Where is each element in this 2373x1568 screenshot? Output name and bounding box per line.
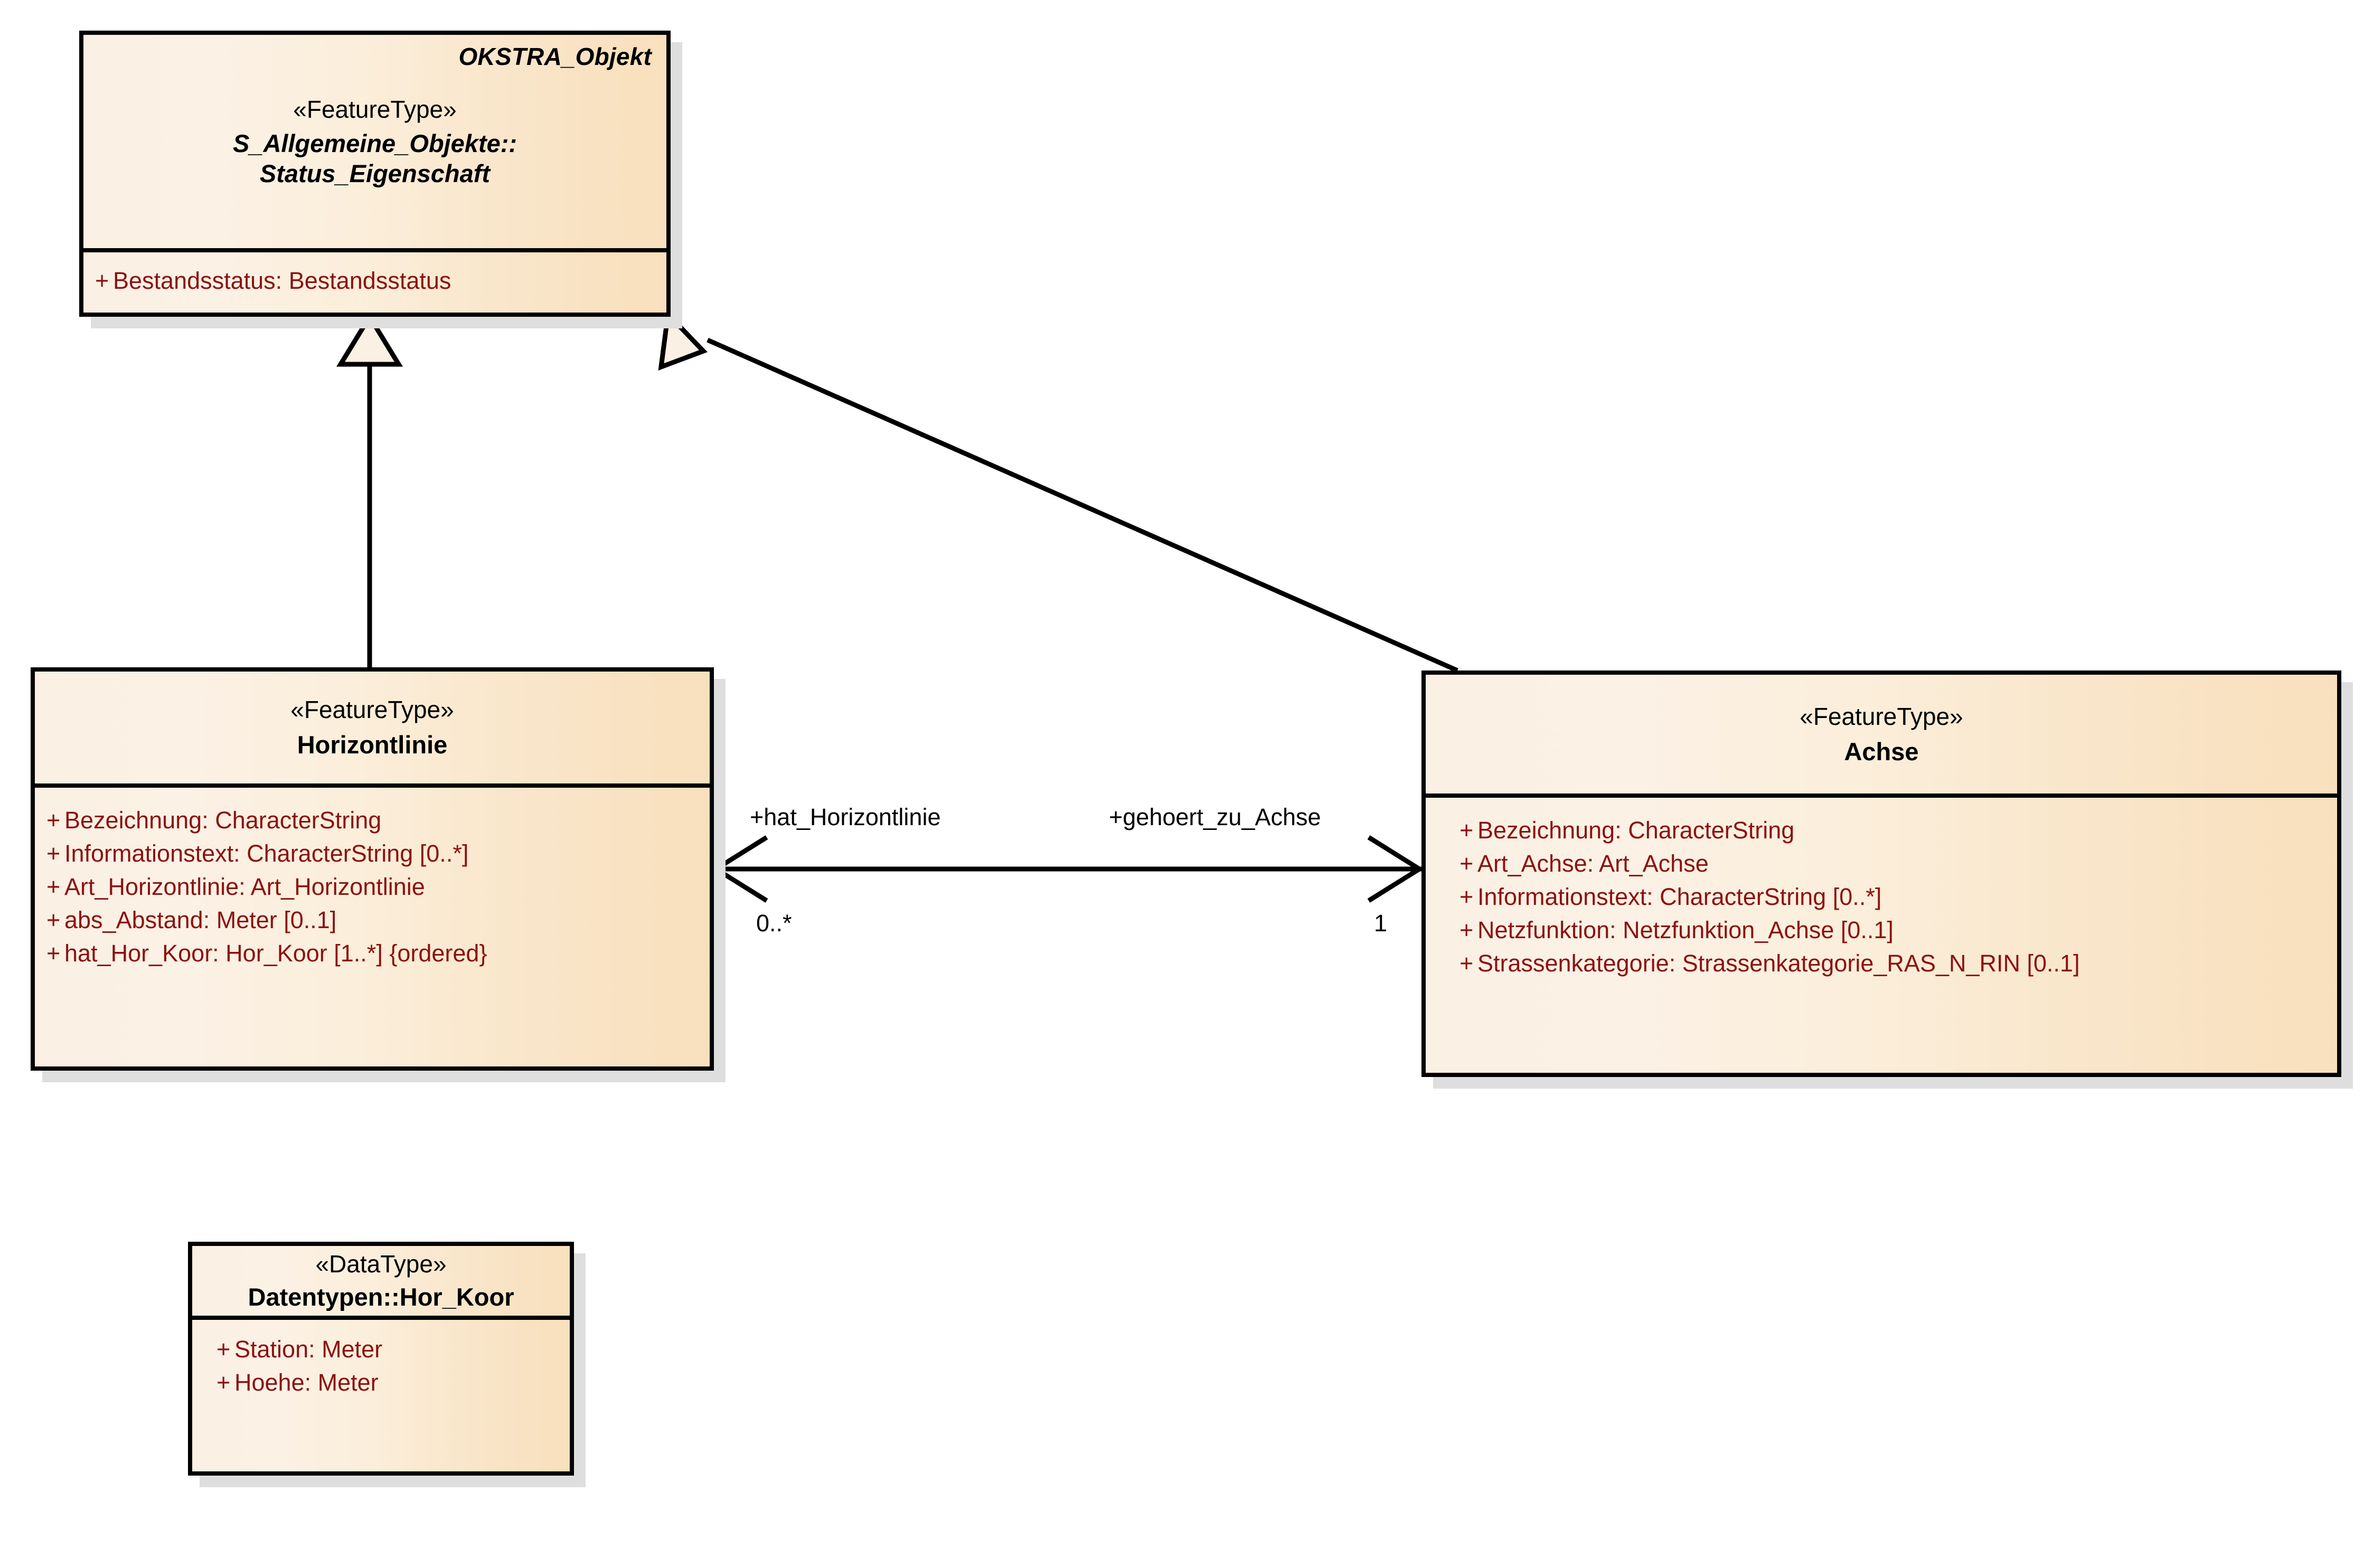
class-header-status-eigenschaft: OKSTRA_Objekt «FeatureType» S_Allgemeine… <box>83 35 666 252</box>
class-stereotype: «FeatureType» <box>1800 702 1963 730</box>
attribute-text: Bezeichnung: CharacterString <box>1477 817 1795 844</box>
class-achse[interactable]: «FeatureType» Achse + Bezeichnung: Chara… <box>1421 670 2341 1077</box>
class-ref-name-okstra-objekt: OKSTRA_Objekt <box>458 43 652 70</box>
attribute-visibility: + <box>1459 850 1474 877</box>
attribute-text: Bezeichnung: CharacterString <box>64 807 382 834</box>
attribute-text: hat_Hor_Koor: Hor_Koor [1..*] {ordered} <box>64 940 487 967</box>
attribute-visibility: + <box>216 1336 231 1363</box>
class-name-line1: S_Allgemeine_Objekte:: <box>232 129 517 157</box>
attribute-text: Informationstext: CharacterString [0..*] <box>1477 883 1882 910</box>
attribute-row[interactable]: + Bezeichnung: CharacterString <box>35 804 710 837</box>
class-name-hor-koor: Datentypen::Hor_Koor <box>248 1283 514 1311</box>
attribute-visibility: + <box>1459 817 1474 844</box>
association-horizontlinie-achse <box>711 835 1424 903</box>
class-attributes-horizontlinie: + Bezeichnung: CharacterString + Informa… <box>35 788 710 1066</box>
attribute-row[interactable]: + hat_Hor_Koor: Hor_Koor [1..*] {ordered… <box>35 937 710 970</box>
attribute-row[interactable]: + Informationstext: CharacterString [0..… <box>1448 880 2337 913</box>
attribute-row[interactable]: + abs_Abstand: Meter [0..1] <box>35 903 710 937</box>
class-hor-koor[interactable]: «DataType» Datentypen::Hor_Koor + Statio… <box>188 1242 574 1476</box>
attribute-row[interactable]: + Art_Horizontlinie: Art_Horizontlinie <box>35 870 710 903</box>
association-source-multiplicity: 0..* <box>756 910 792 937</box>
attribute-row[interactable]: + Station: Meter <box>205 1333 570 1366</box>
class-name-achse: Achse <box>1844 737 1919 766</box>
attribute-text: abs_Abstand: Meter [0..1] <box>64 906 337 933</box>
class-status-eigenschaft[interactable]: OKSTRA_Objekt «FeatureType» S_Allgemeine… <box>79 31 671 317</box>
class-name-horizontlinie: Horizontlinie <box>297 731 448 759</box>
generalization-achse <box>658 309 1458 673</box>
attribute-text: Netzfunktion: Netzfunktion_Achse [0..1] <box>1477 917 1894 943</box>
attribute-text: Art_Achse: Art_Achse <box>1477 850 1709 877</box>
attribute-visibility: + <box>46 940 61 967</box>
class-header-hor-koor: «DataType» Datentypen::Hor_Koor <box>192 1246 570 1320</box>
attribute-row[interactable]: + Informationstext: CharacterString [0..… <box>35 837 710 870</box>
attribute-row[interactable]: + Bezeichnung: CharacterString <box>1448 814 2337 847</box>
attribute-row[interactable]: + Art_Achse: Art_Achse <box>1448 847 2337 880</box>
attribute-text: Strassenkategorie: Strassenkategorie_RAS… <box>1477 950 2080 977</box>
attribute-row[interactable]: + Bestandsstatus: Bestandsstatus <box>83 264 666 297</box>
attribute-visibility: + <box>1459 950 1474 977</box>
attribute-row[interactable]: + Hoehe: Meter <box>205 1366 570 1399</box>
attribute-text: Hoehe: Meter <box>234 1369 379 1396</box>
generalization-horizontlinie <box>336 312 403 667</box>
class-horizontlinie[interactable]: «FeatureType» Horizontlinie + Bezeichnun… <box>31 667 714 1071</box>
class-header-horizontlinie: «FeatureType» Horizontlinie <box>35 672 710 788</box>
class-attributes-achse: + Bezeichnung: CharacterString + Art_Ach… <box>1426 798 2337 1073</box>
class-attributes-hor-koor: + Station: Meter + Hoehe: Meter <box>192 1320 570 1471</box>
attribute-visibility: + <box>1459 883 1474 910</box>
attribute-visibility: + <box>46 840 61 867</box>
class-attributes-status-eigenschaft: + Bestandsstatus: Bestandsstatus <box>83 252 666 313</box>
class-stereotype: «DataType» <box>315 1250 447 1278</box>
attribute-text: Bestandsstatus: Bestandsstatus <box>113 267 451 294</box>
attribute-text: Art_Horizontlinie: Art_Horizontlinie <box>64 873 425 900</box>
attribute-text: Station: Meter <box>234 1336 383 1363</box>
class-stereotype: «FeatureType» <box>290 696 454 724</box>
class-header-achse: «FeatureType» Achse <box>1426 675 2337 798</box>
class-name-line2: Status_Eigenschaft <box>259 159 491 188</box>
attribute-visibility: + <box>216 1369 231 1396</box>
attribute-text: Informationstext: CharacterString [0..*] <box>64 840 469 867</box>
attribute-visibility: + <box>95 267 109 294</box>
attribute-visibility: + <box>46 873 61 900</box>
attribute-row[interactable]: + Strassenkategorie: Strassenkategorie_R… <box>1448 947 2337 980</box>
attribute-row[interactable]: + Netzfunktion: Netzfunktion_Achse [0..1… <box>1448 913 2337 947</box>
attribute-visibility: + <box>46 906 61 933</box>
association-target-multiplicity: 1 <box>1374 910 1388 937</box>
attribute-visibility: + <box>1459 917 1474 943</box>
association-source-role: +hat_Horizontlinie <box>750 804 941 830</box>
attribute-visibility: + <box>46 807 61 834</box>
class-stereotype: «FeatureType» <box>293 95 457 123</box>
association-target-role: +gehoert_zu_Achse <box>1109 804 1321 830</box>
